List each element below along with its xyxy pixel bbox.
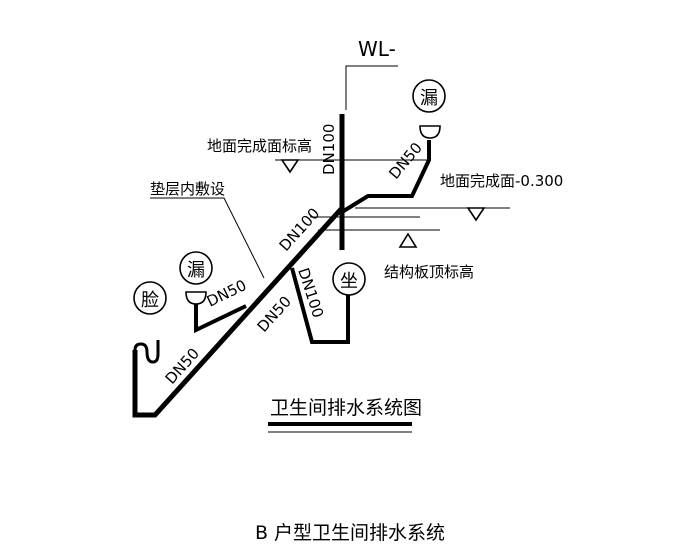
toilet-branch-pipe: [290, 267, 350, 344]
level-mark-icon: [466, 207, 486, 222]
floor-drain-funnel-icon: [185, 291, 207, 305]
slab-top-level-label: 结构板顶标高: [384, 263, 474, 281]
riser-size-label: DN100: [320, 124, 338, 175]
page-caption: B 户型卫生间排水系统: [254, 522, 446, 544]
washbasin-label: 脸: [141, 290, 159, 311]
main-branch-size-label: DN100: [276, 204, 324, 254]
floor-drain-upper-symbol: [412, 79, 446, 113]
floor-finish-level-label: 地面完成面标高: [207, 137, 312, 155]
toilet-label: 坐: [340, 271, 358, 292]
upper-drain-branch-pipe: [340, 140, 431, 214]
floor-finish-value-label: 地面完成面-0.300: [440, 172, 563, 190]
washbasin-symbol: [133, 281, 167, 315]
floor-drain-funnel-icon: [419, 125, 441, 139]
floor-drain-lower-label: 漏: [187, 260, 205, 281]
main-branch-pipe: [132, 206, 344, 418]
lower-drain-branch-pipe: [194, 302, 247, 334]
level-mark-icon: [280, 159, 300, 174]
toilet-symbol: [332, 262, 366, 296]
basin-trap-icon: [133, 340, 160, 364]
stack-leader: [345, 65, 398, 110]
cushion-leader: [150, 197, 265, 279]
floor-drain-lower-symbol: [179, 251, 213, 285]
floor-drain-upper-label: 漏: [420, 88, 438, 109]
drain-branch-size-label: DN50: [204, 276, 250, 311]
cushion-laying-label: 垫层内敷设: [150, 180, 225, 198]
stack-label: WL-: [358, 37, 396, 61]
level-mark-icon: [398, 232, 418, 248]
diagram-title: 卫生间排水系统图: [270, 397, 422, 419]
